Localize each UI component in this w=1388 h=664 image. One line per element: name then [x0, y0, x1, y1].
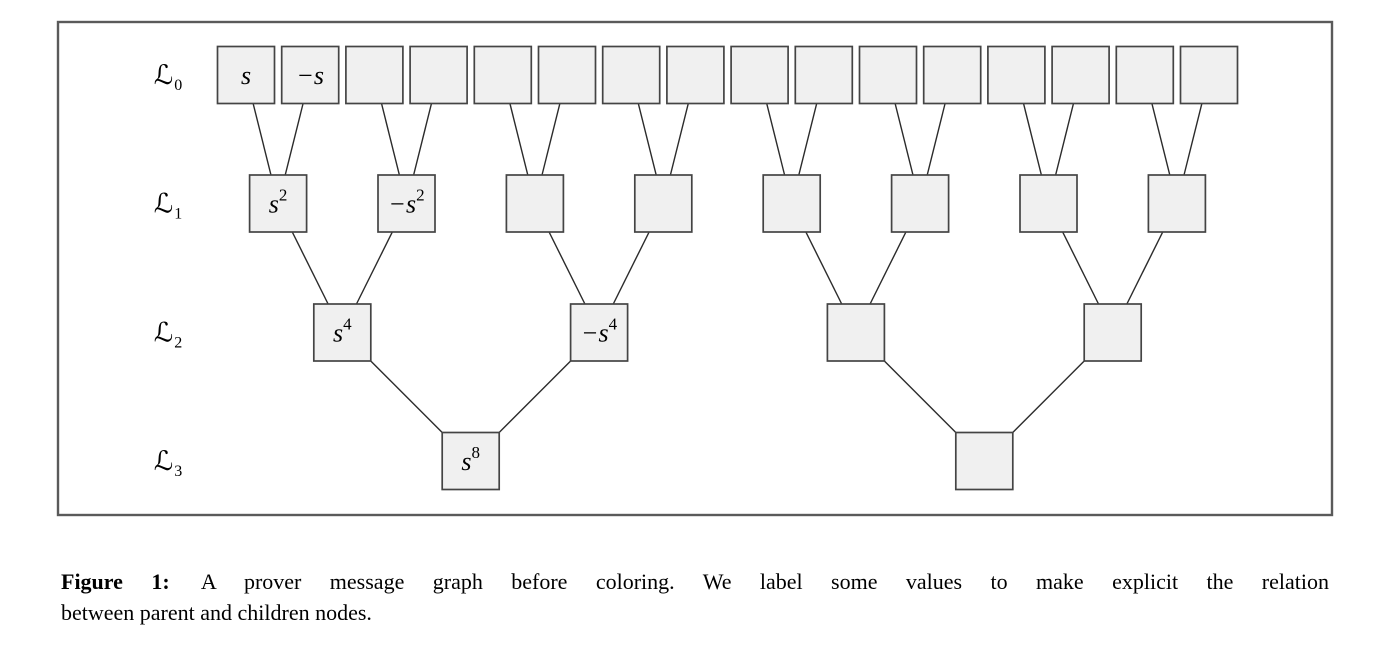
tree-node-L0-5 [537, 45, 597, 105]
tree-node-L1-6 [1019, 174, 1078, 233]
tree-node-L0-11 [922, 45, 982, 105]
tree-node-L0-9 [794, 45, 854, 105]
tree-node-L0-4 [473, 45, 533, 105]
tree-node-L1-4 [762, 174, 822, 233]
figure-caption: Figure 1: A prover message graph before … [61, 566, 1329, 628]
caption-label: Figure 1: [61, 569, 170, 594]
tree-node-L3-0 [441, 431, 501, 491]
tree-node-L2-3 [1083, 303, 1143, 362]
tree-node-L0-1 [280, 45, 340, 105]
node-label-L0-0: s [241, 61, 251, 90]
tree-node-L3-1 [954, 431, 1014, 491]
figure-frame-border [56, 20, 1334, 517]
tree-node-L0-6 [601, 45, 661, 105]
caption-line-2: between parent and children nodes. [61, 600, 372, 625]
level-label-L1: ℒ1 [154, 189, 182, 223]
tree-node-L1-5 [890, 174, 950, 233]
level-label-L3: ℒ3 [154, 446, 182, 480]
caption-line-1: Figure 1: A prover message graph before … [61, 566, 1329, 597]
tree-node-L0-3 [409, 45, 468, 105]
tree-node-L1-0 [248, 174, 308, 233]
tree-node-L0-15 [1179, 45, 1239, 105]
tree-node-L0-13 [1051, 45, 1110, 105]
node-label-L2-0: s4 [333, 315, 352, 348]
tree-node-L0-12 [987, 45, 1046, 105]
tree-node-L2-1 [569, 303, 629, 362]
tree-node-L0-7 [666, 45, 725, 105]
tree-node-L0-0 [216, 45, 276, 105]
tree-node-L2-2 [826, 303, 886, 362]
node-label-L3-0: s8 [461, 443, 480, 476]
level-label-L0: ℒ0 [154, 60, 182, 94]
node-label-L1-0: s2 [269, 186, 288, 219]
node-label-L2-1: −s4 [581, 315, 618, 348]
node-label-L0-1: −s [296, 61, 324, 90]
tree-node-L1-7 [1147, 174, 1207, 233]
tree-node-L0-14 [1115, 45, 1175, 105]
caption-text-line1: A prover message graph before coloring. … [200, 569, 1329, 594]
tree-node-L1-1 [377, 174, 436, 233]
level-label-L2: ℒ2 [154, 318, 182, 352]
tree-node-L0-10 [858, 45, 918, 105]
tree-node-L1-2 [505, 174, 565, 233]
tree-node-L1-3 [633, 174, 693, 233]
node-label-L1-1: −s2 [388, 186, 424, 219]
tree-node-L2-0 [312, 303, 372, 362]
tree-node-L0-8 [730, 45, 789, 105]
tree-node-L0-2 [345, 45, 404, 105]
